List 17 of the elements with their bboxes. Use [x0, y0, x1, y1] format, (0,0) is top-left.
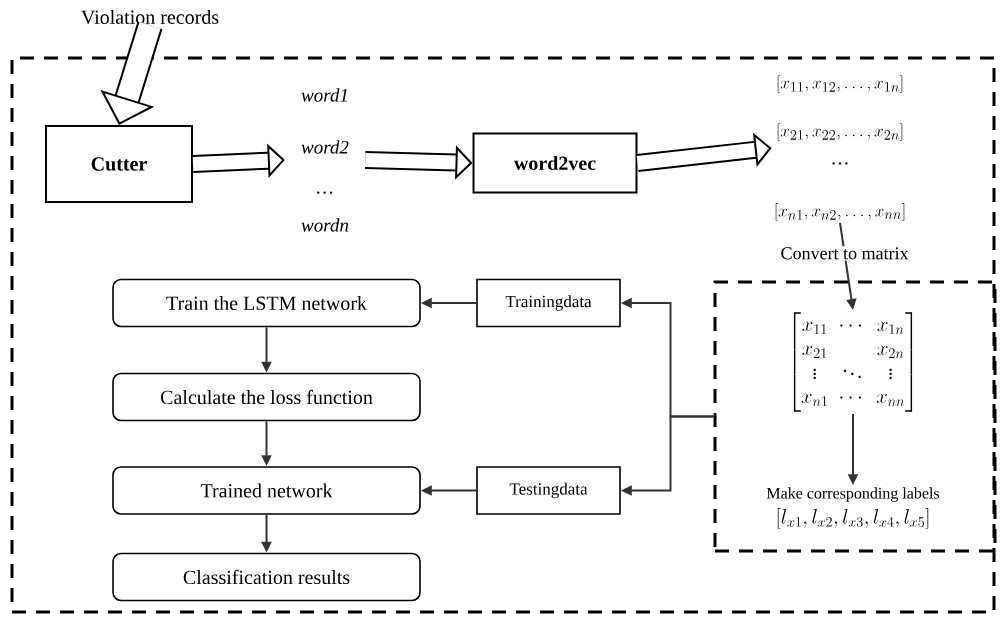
- matrix: $\begin{bmatrix} x_{11} & \cdots & x_{1n} \\ x_{21} & & x_{2n} \\ \vdots & \ddots & \vdots \\ x_{n1} & \cdots & x_{nn} \end{bmatrix}$: [793, 312, 913, 412]
- process-box: word2vec: [472, 132, 638, 194]
- process-box: Calculate the loss function: [112, 372, 421, 422]
- vector-list: $[x_{11}, x_{12}, \dots, x_{1n}]$ $[x_{21}, x_{22}, \dots, x_{2n}]$ … $[x_{n1}, x_{n2}, \dots, x_{nn}]$: [775, 75, 905, 221]
- label-vector: Make corresponding labels $[l_{x1}, l_{x2}, l_{x3}, l_{x4}, l_{x5}]$: [766, 487, 940, 529]
- data-box: Trainingdata: [476, 278, 621, 328]
- edge-label: Convert to matrix: [779, 246, 910, 261]
- data-box: Testingdata: [476, 466, 621, 515]
- process-box: Trained network: [112, 466, 421, 515]
- dashed-frame: [713, 280, 997, 553]
- word-list: word1 word2 … wordn: [301, 88, 349, 232]
- hollow-arrow: [636, 132, 772, 172]
- input-label: Violation records: [81, 9, 219, 25]
- process-box: Classification results: [112, 552, 421, 602]
- process-box: Cutter: [45, 125, 193, 203]
- process-box: Train the LSTM network: [112, 278, 421, 328]
- dashed-frame: [10, 56, 996, 614]
